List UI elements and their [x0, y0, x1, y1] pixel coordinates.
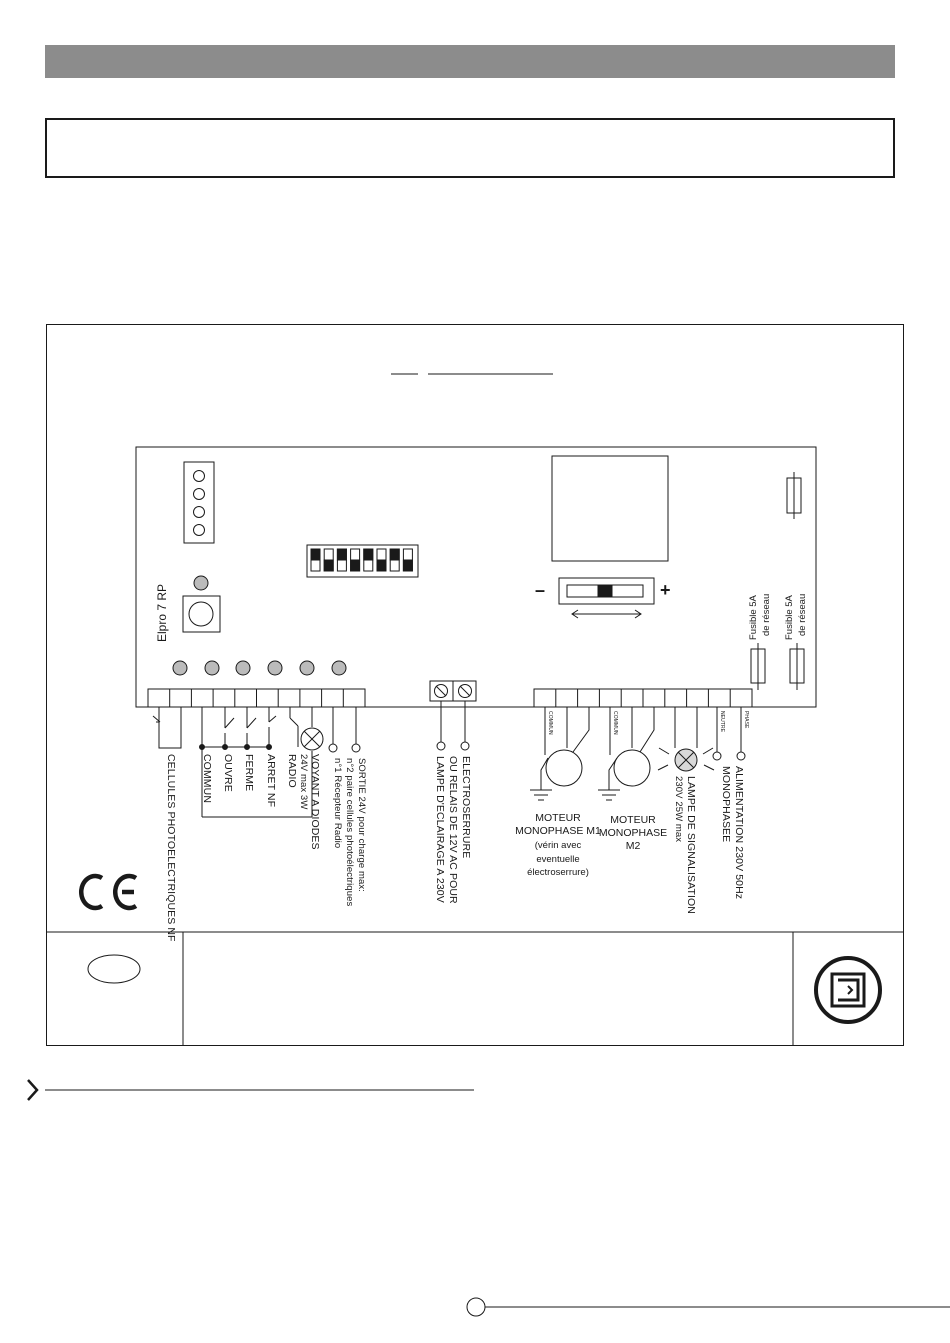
label-moteur1-2: MONOPHASE M1: [515, 825, 601, 837]
transformer-block: [551, 455, 669, 562]
country-oval: [87, 954, 141, 984]
dip-switch-lever: [402, 559, 413, 572]
terminal-commun-m2: COMMUN: [612, 711, 618, 735]
programming-button: [188, 601, 214, 627]
dip-switch-lever: [376, 559, 387, 572]
label-moteur1-4: eventuelle: [536, 854, 580, 865]
connector-pin: [193, 488, 205, 500]
label-alim-1: ALIMENTATION 230V 50Hz: [733, 766, 745, 900]
connector-pin: [193, 470, 205, 482]
wiring-motors: [530, 707, 655, 801]
label-ouvre: OUVRE: [222, 754, 234, 792]
dip-switch-lever: [363, 548, 374, 561]
wiring-power: [712, 707, 746, 761]
connector-pin: [193, 506, 205, 518]
label-lampe-1: LAMPE DE SIGNALISATION: [685, 776, 697, 914]
trimmer-row: [172, 660, 347, 676]
programming-button-frame: [182, 595, 221, 633]
label-electro-3: LAMPE D'ECLAIRAGE A 230V: [434, 756, 446, 903]
motor-m1: [545, 749, 583, 787]
label-radio: RADIO: [286, 754, 298, 788]
fuse2-label-2: de réseau: [797, 593, 808, 636]
label-voyant-1: VOYANT A DIODES: [309, 754, 321, 850]
label-electro-2: OU RELAIS DE 12V AC POUR: [447, 756, 459, 904]
label-electro-1: ELECTROSERRURE: [460, 756, 472, 859]
label-moteur1-3: (vérin avec: [534, 840, 582, 851]
pot-minus-sign: –: [535, 580, 546, 600]
label-commun: COMMUN: [201, 754, 213, 804]
dip-switch-lever: [336, 548, 347, 561]
chevron-right-icon: [27, 1079, 39, 1101]
potentiometer-slider: [597, 584, 613, 598]
pot-plus-sign: +: [660, 580, 671, 600]
label-moteur1-5: électroserrure): [527, 867, 589, 878]
terminal-neutre: NEUTRE: [719, 711, 725, 733]
label-sortie-3: n°1 Récepteur Radio: [332, 758, 343, 849]
page-number-circle: [466, 1297, 486, 1317]
wiring-lamp: [657, 707, 715, 772]
label-moteur2-2: MONOPHASE: [598, 827, 668, 839]
terminal-strip-high-voltage: [533, 688, 753, 708]
label-moteur1-1: MOTEUR: [535, 812, 581, 824]
label-lampe-2: 230V 25W max: [673, 776, 684, 843]
label-moteur2-1: MOTEUR: [610, 814, 656, 826]
wiring-diagram-frame: [46, 324, 904, 1046]
terminal-strip-low-voltage: [147, 688, 366, 708]
fuse1-label-2: de réseau: [761, 593, 772, 636]
label-cellules: CELLULES PHOTOELECTRIQUES NF: [165, 754, 177, 942]
motor-m2: [613, 749, 651, 787]
label-voyant-2: 24V max 3W: [298, 754, 309, 810]
header-bar: [45, 45, 895, 78]
potentiometer: [558, 577, 655, 605]
dip-switch-lever: [350, 559, 361, 572]
board-model-label: Elpro 7 RP: [155, 583, 169, 642]
control-board: [135, 446, 817, 708]
adjust-arrow-left: [571, 609, 579, 619]
label-sortie-1: SORTIE 24V pour charge max:: [356, 758, 367, 893]
dip-switch-lever: [310, 548, 321, 561]
dip-switch-lever: [389, 548, 400, 561]
dip-switch-lever: [323, 559, 334, 572]
connector-4pin: [183, 461, 215, 544]
logo-icon: [814, 956, 882, 1024]
connector-pin: [193, 524, 205, 536]
terminal-phase: PHASE: [743, 711, 749, 729]
label-alim-2: MONOPHASEE: [720, 766, 732, 843]
fuse2-label-1: Fusible 5A: [784, 595, 795, 640]
terminal-screw-block: [429, 680, 477, 702]
terminal-commun-m1: COMMUN: [547, 711, 553, 735]
label-moteur2-3: M2: [625, 840, 641, 852]
ce-mark-icon: [78, 873, 138, 911]
label-ferme: FERME: [243, 754, 255, 792]
wiring-low-voltage: [152, 707, 361, 818]
label-arret: ARRET NF: [265, 754, 277, 808]
title-box: [45, 118, 895, 178]
label-sortie-2: n°2 paire cellules photoélectriques: [344, 758, 355, 907]
adjust-arrow-right: [634, 609, 642, 619]
dip-switch-block: [306, 544, 419, 578]
status-led: [193, 575, 209, 591]
fuse1-label-1: Fusible 5A: [748, 595, 759, 640]
wiring-electroserrure: [436, 701, 470, 751]
